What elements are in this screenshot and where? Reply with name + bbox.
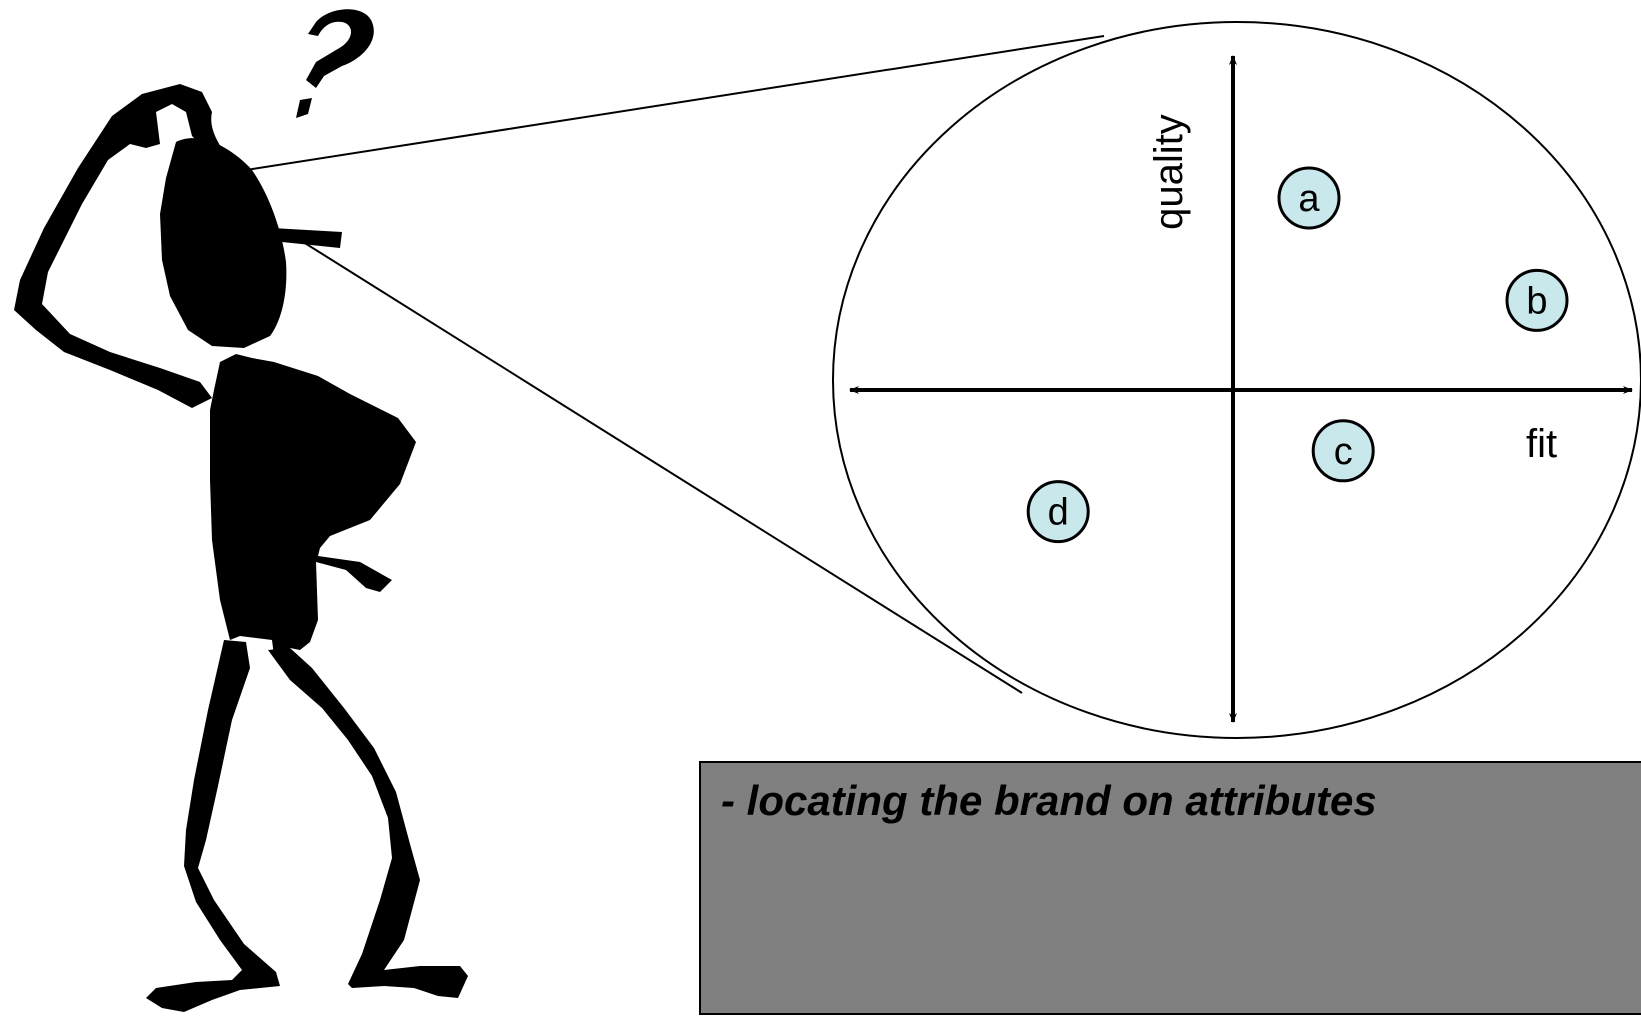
brand-point-label: c <box>1334 431 1353 473</box>
brand-point-a: a <box>1277 166 1341 230</box>
view-line-upper <box>245 35 1105 171</box>
caption-text: - locating the brand on attributes <box>721 777 1377 824</box>
brand-point-marker <box>1505 268 1569 332</box>
brand-point-d: d <box>1026 480 1090 544</box>
brand-point-label: d <box>1048 492 1069 534</box>
brand-points: a b c d <box>1026 166 1569 544</box>
question-mark-icon <box>296 9 374 118</box>
perceptual-map-ellipse <box>832 21 1641 739</box>
perceptual-map: quality fit a b c d <box>832 21 1641 739</box>
brand-point-label: b <box>1526 280 1547 322</box>
brand-point-marker <box>1026 480 1090 544</box>
brand-point-c: c <box>1311 419 1375 483</box>
caption-box: - locating the brand on attributes <box>699 761 1641 1015</box>
brand-point-marker <box>1277 166 1341 230</box>
brand-point-marker <box>1311 419 1375 483</box>
brand-point-label: a <box>1298 178 1320 220</box>
brand-point-b: b <box>1505 268 1569 332</box>
quality-axis-label: quality <box>1147 114 1191 230</box>
confused-person-icon <box>14 9 468 1012</box>
fit-axis-label: fit <box>1526 422 1557 466</box>
view-line-lower <box>299 239 1023 694</box>
